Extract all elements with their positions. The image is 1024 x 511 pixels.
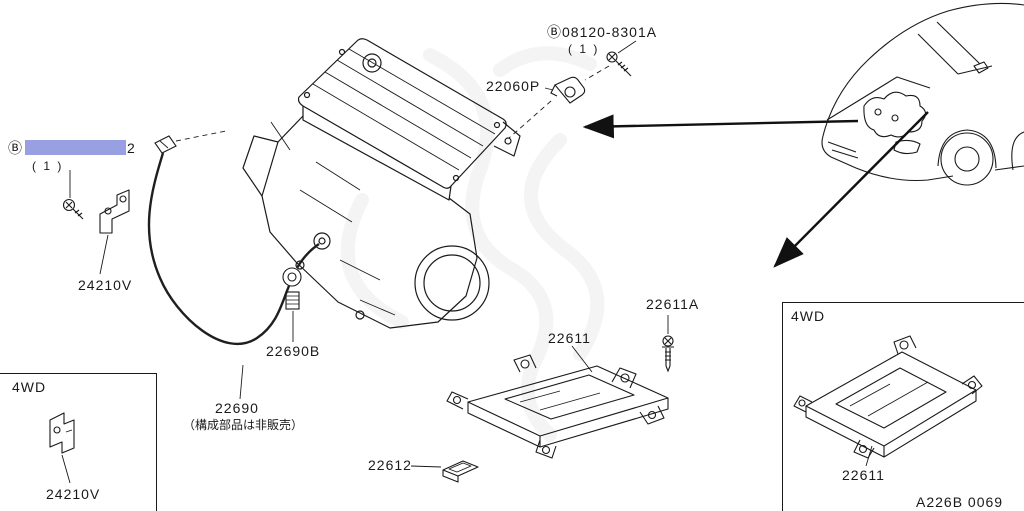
- top-bolt-qty: ( 1 ): [568, 42, 600, 56]
- arrow-to-4wd-unit: [773, 111, 929, 268]
- left-4wd-box: [0, 373, 157, 511]
- selected-part-suffix: 2: [127, 139, 136, 156]
- ecu-bolt-drawing: [662, 315, 674, 373]
- harness-part-label[interactable]: 22690: [215, 400, 259, 416]
- circled-b-icon: Ⓑ: [8, 139, 22, 156]
- ecu-clip-part-label[interactable]: 22612: [368, 457, 412, 473]
- top-bolt-part-number: 08120-8301A: [562, 24, 658, 40]
- left-box-title: 4WD: [12, 379, 47, 395]
- selected-part-qty: ( 1 ): [32, 159, 64, 173]
- circled-b-icon: Ⓑ: [547, 24, 561, 40]
- ecu-4wd-drawing: [793, 335, 983, 467]
- grommet-drawing: [282, 267, 302, 342]
- diagram-code: A226B 0069: [916, 494, 1004, 510]
- grommet-part-label[interactable]: 22690B: [266, 343, 321, 359]
- right-4wd-box: [782, 302, 1024, 511]
- ecu-unit-drawing: [446, 345, 669, 459]
- screw-drawing-left: [62, 170, 84, 220]
- bracket-4wd-drawing: [49, 412, 75, 484]
- sensor-drawing: [508, 65, 610, 139]
- selected-part-highlight: [25, 140, 126, 155]
- clip-drawing: [410, 460, 479, 483]
- harness-cable-drawing: [147, 130, 320, 400]
- ecu-part-label[interactable]: 22611: [548, 330, 591, 346]
- bracket-part-label[interactable]: 24210V: [78, 277, 133, 293]
- bracket-drawing-left: [99, 189, 130, 275]
- sensor-part-label[interactable]: 22060P: [486, 78, 541, 94]
- engine-illustration: [242, 38, 521, 329]
- ecu-bolt-part-label[interactable]: 22611A: [646, 296, 700, 312]
- right-box-ecu-label[interactable]: 22611: [842, 467, 885, 483]
- harness-note: （構成部品は非販売）: [183, 418, 304, 432]
- left-box-bracket-label[interactable]: 24210V: [46, 486, 101, 502]
- arrow-to-engine: [582, 114, 859, 139]
- watermark: [340, 46, 605, 442]
- car-illustration: [821, 2, 1024, 186]
- right-box-title: 4WD: [791, 308, 826, 324]
- bolt-drawing-top: [606, 40, 637, 77]
- top-bolt-part-label[interactable]: Ⓑ08120-8301A: [547, 25, 657, 39]
